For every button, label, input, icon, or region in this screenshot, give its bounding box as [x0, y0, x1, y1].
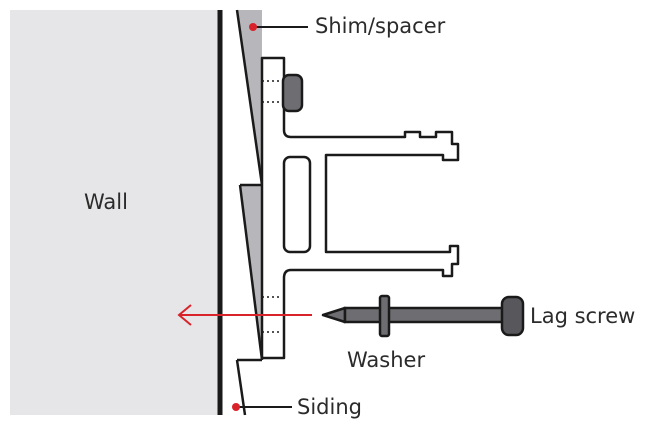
siding-board-upper	[235, 9, 264, 186]
shim-callout	[249, 23, 308, 31]
lag-screw-head	[500, 295, 525, 337]
lag-screw	[321, 295, 525, 337]
lag-screw-label: Lag screw	[530, 304, 635, 328]
wall-label: Wall	[84, 190, 128, 214]
siding-callout	[232, 403, 292, 411]
siding-label: Siding	[297, 395, 362, 419]
mounting-bracket	[260, 56, 460, 360]
lag-screw-bore	[262, 296, 282, 333]
washer	[378, 294, 391, 338]
washer-label: Washer	[347, 348, 425, 372]
upper-screw	[262, 73, 304, 113]
bracket-slot	[282, 155, 312, 254]
siding-board-bottom	[235, 358, 262, 416]
siding-board-lower	[238, 183, 264, 361]
shim-label: Shim/spacer	[315, 14, 446, 38]
drive-direction-arrow	[177, 304, 312, 326]
wall	[10, 10, 220, 415]
